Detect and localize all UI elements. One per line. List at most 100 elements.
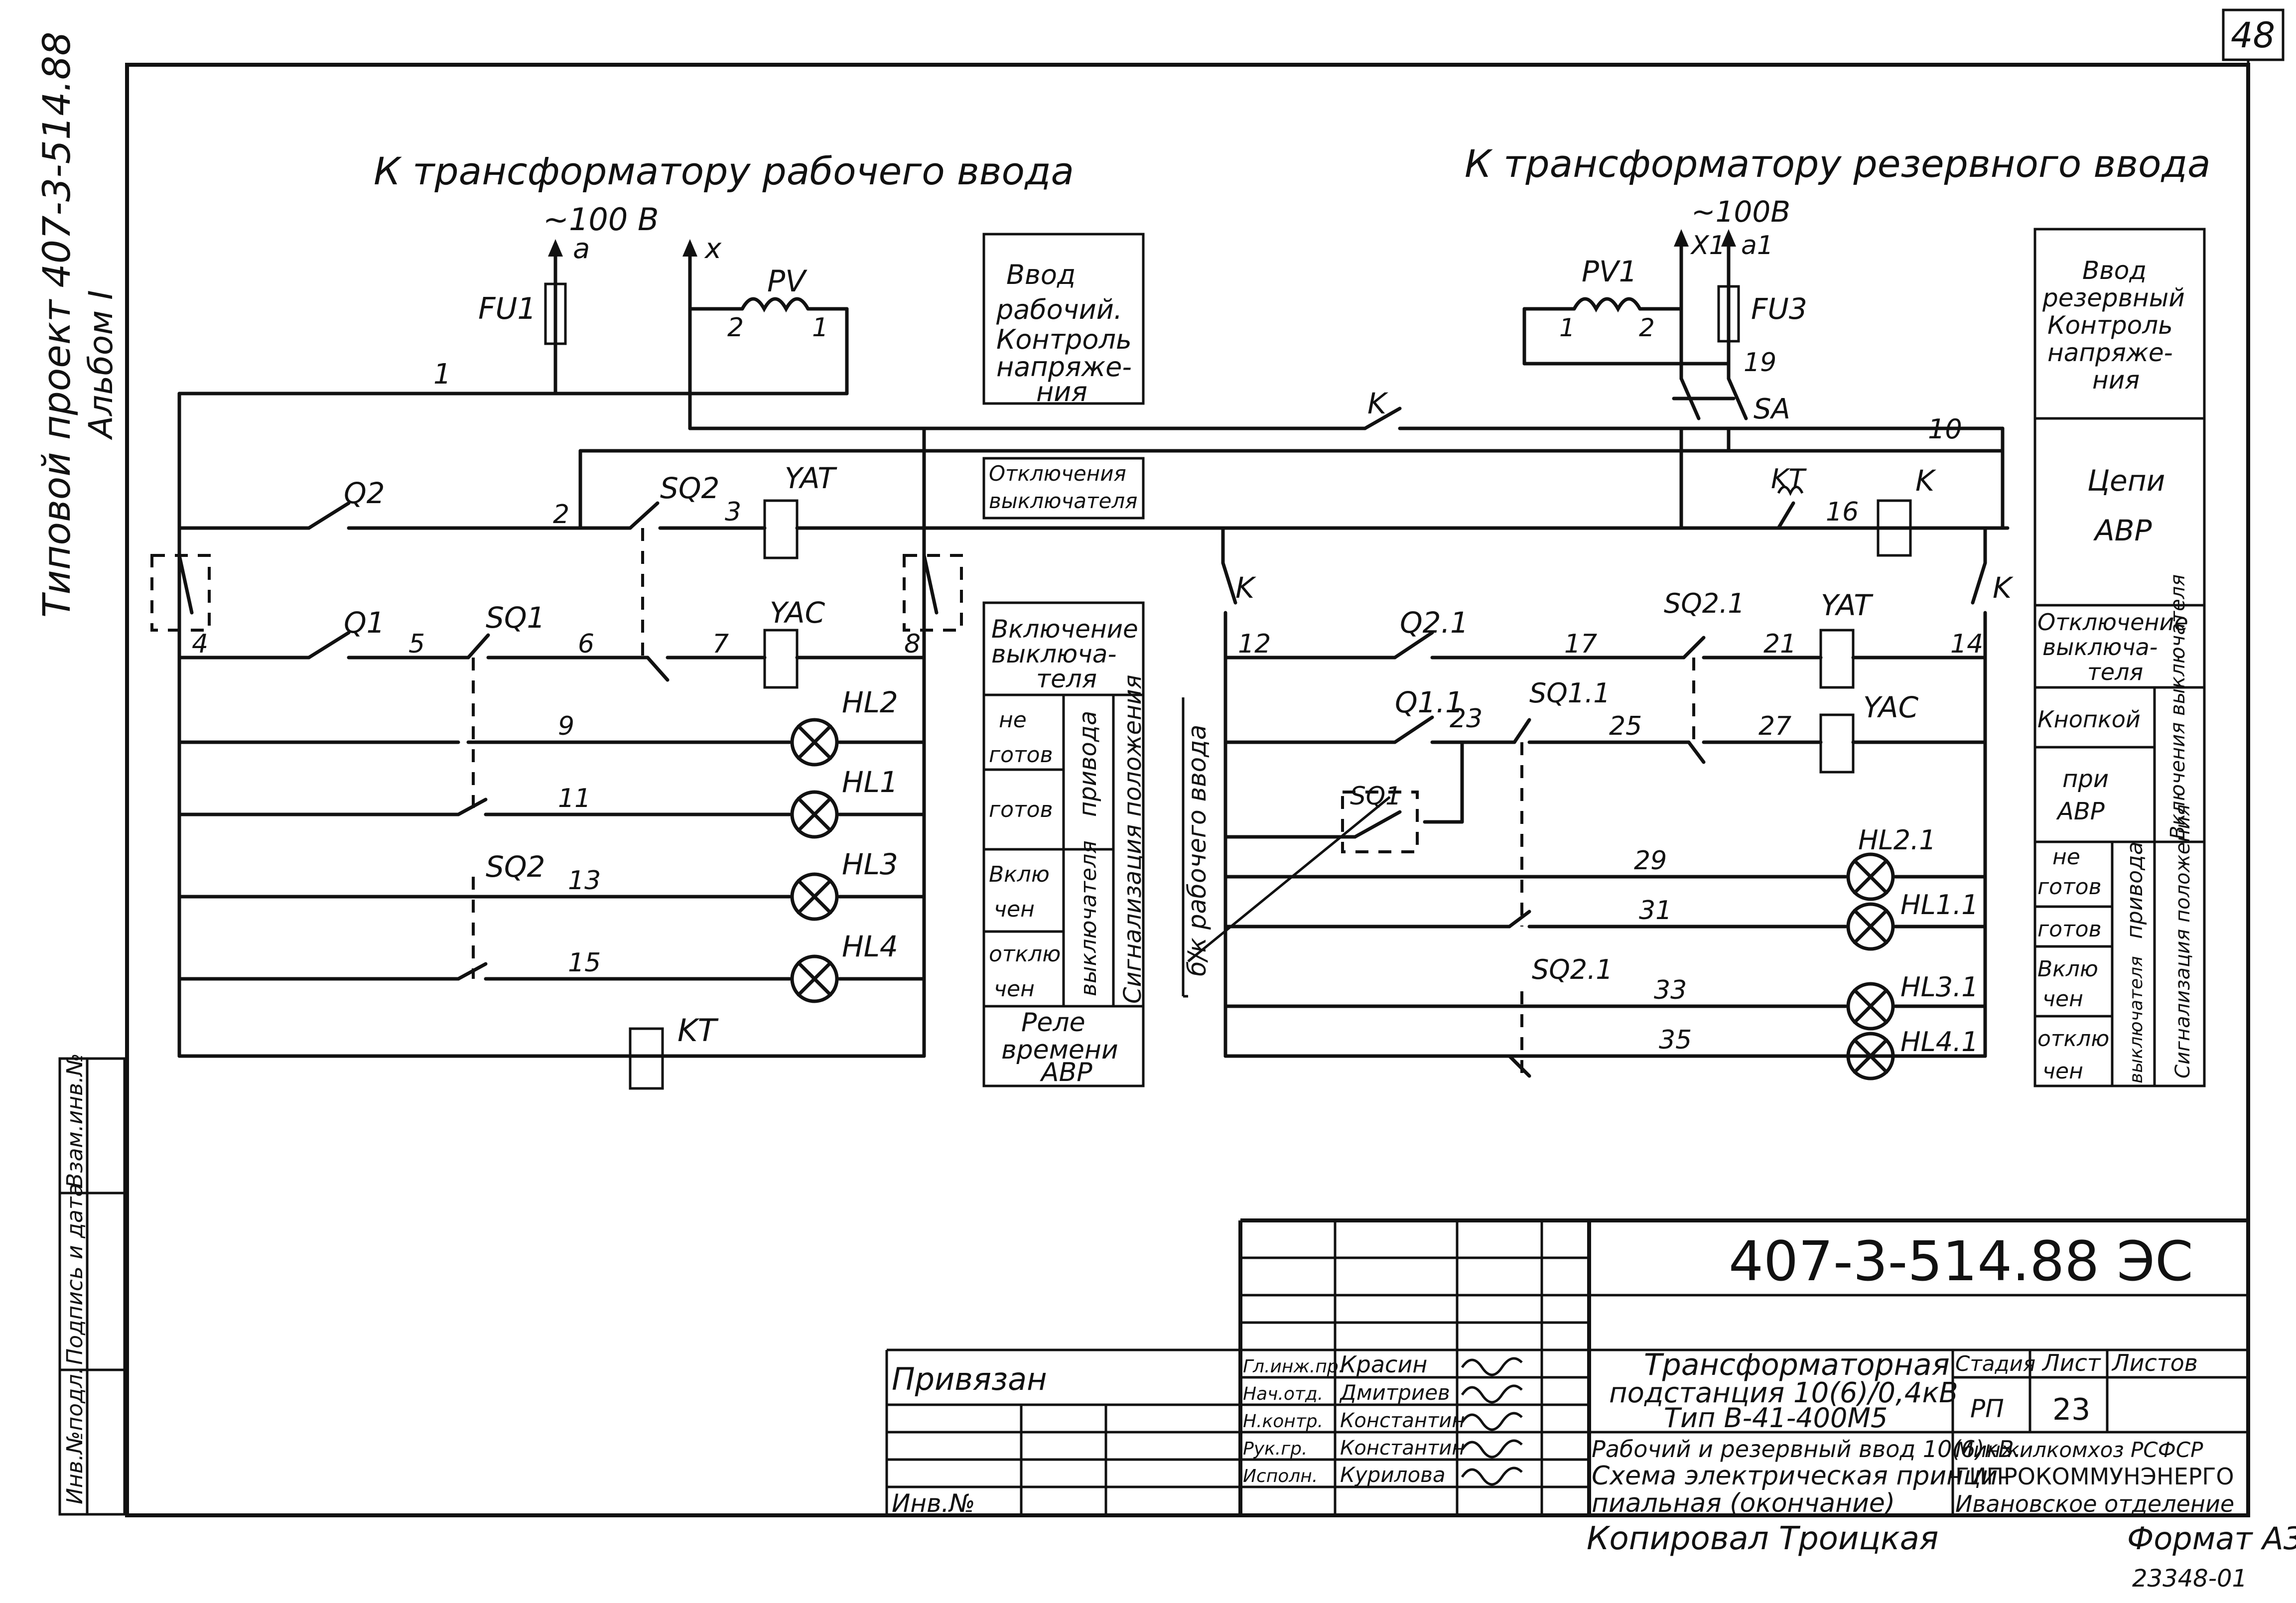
- lamp-hl2-label: HL2: [842, 685, 898, 719]
- lamp-hl3-1-icon: [1846, 982, 1895, 1031]
- page-number: 48: [2231, 15, 2275, 56]
- lamp-hl2-1-label: HL2.1: [1858, 824, 1936, 856]
- title-role-control: Н.контр.: [1243, 1411, 1323, 1432]
- lamp-hl1-icon: [790, 790, 839, 839]
- title-sheets-label: Листов: [2111, 1349, 2198, 1376]
- fuse-fu3-label: FU3: [1751, 292, 1807, 326]
- contact-sq2-1-lower: SQ2.1: [1532, 954, 1613, 985]
- right-note-button: Кнопкой: [2037, 706, 2141, 733]
- pv-pin-1: 1: [812, 313, 828, 343]
- wire-27: 27: [1758, 711, 1791, 741]
- wire-23: 23: [1450, 704, 1483, 734]
- contact-q1-1: Q1.1: [1395, 685, 1464, 719]
- left-note-drive: привода: [1074, 711, 1102, 817]
- lamp-hl1-1-label: HL1.1: [1900, 889, 1979, 921]
- left-note-signaling: Сигнализация положения: [1119, 674, 1147, 1004]
- wire-7: 7: [712, 629, 729, 659]
- wire-8: 8: [904, 629, 921, 659]
- title-block-grid: [885, 1218, 2248, 1515]
- pv1-pin-2: 2: [1639, 313, 1655, 342]
- wire-25: 25: [1609, 711, 1642, 741]
- terminal-x1: X1: [1690, 231, 1726, 261]
- left-close-row: [177, 528, 926, 689]
- contact-sq2: SQ2: [660, 471, 719, 505]
- wire-4: 4: [192, 629, 208, 659]
- contact-k-right-b: K: [1993, 571, 2014, 605]
- order-number: 23348-01: [2132, 1565, 2247, 1593]
- right-source-title: К трансформатору резервного ввода: [1465, 141, 2211, 186]
- relay-kt: [629, 1027, 664, 1090]
- coil-yat-2: YAT: [1821, 588, 1874, 622]
- lamp-hl4-label: HL4: [842, 930, 898, 963]
- k-contacts-left: [150, 553, 963, 632]
- wire-13: 13: [568, 866, 601, 896]
- wire-11: 11: [558, 784, 591, 813]
- wire-12: 12: [1238, 629, 1271, 659]
- title-name-2: Дмитриев: [1339, 1380, 1450, 1405]
- lamp-hl4-1-label: HL4.1: [1900, 1026, 1979, 1058]
- wire-16: 16: [1826, 497, 1859, 527]
- lamp-hl1-label: HL1: [842, 765, 898, 799]
- fuse-fu1: [544, 282, 567, 345]
- contact-sq1: SQ1: [486, 601, 545, 635]
- contact-kt-top: KT: [1771, 463, 1807, 495]
- sa-switch-label: SA: [1754, 393, 1790, 425]
- right-note-breaker: выключателя: [2126, 956, 2147, 1083]
- contact-sq1-1: SQ1.1: [1529, 677, 1611, 709]
- contact-k-right-a: K: [1235, 571, 1256, 605]
- title-sheet: 23: [2052, 1392, 2090, 1427]
- contact-q2-1: Q2.1: [1400, 606, 1469, 640]
- margin-replaced-inv: Взам.инв.№: [62, 1053, 88, 1188]
- right-close-row: [1223, 658, 1987, 853]
- terminal-x: x: [704, 233, 722, 265]
- left-note-boxes: [982, 233, 1391, 1087]
- left-margin-stamp: [58, 1057, 126, 1516]
- pv1-pin-1: 1: [1559, 313, 1575, 342]
- lamp-hl1-1-icon: [1846, 902, 1895, 951]
- title-role-head: Нач.отд.: [1243, 1384, 1323, 1404]
- title-role-exec: Исполн.: [1243, 1466, 1318, 1486]
- left-source-leads: [548, 239, 697, 430]
- title-sheet-2: Схема электрическая принци-: [1592, 1461, 2007, 1491]
- title-name-3: Константин: [1340, 1409, 1465, 1432]
- wire-1: 1: [433, 358, 451, 391]
- wire-35: 35: [1659, 1025, 1692, 1055]
- wire-19: 19: [1744, 348, 1776, 378]
- wire-21: 21: [1763, 629, 1796, 659]
- right-source-voltage: ~100В: [1691, 195, 1790, 229]
- title-org-3: Ивановское отделение: [1955, 1490, 2234, 1517]
- contact-q1: Q1: [344, 606, 385, 640]
- title-sheet-1: Рабочий и резервный ввод 10(6)кВ.: [1592, 1436, 2021, 1463]
- wire-3: 3: [725, 497, 741, 527]
- right-note-signaling: Сигнализация положения: [2171, 804, 2194, 1078]
- left-note-ready: готов: [989, 797, 1053, 822]
- left-trip-row: [177, 449, 2010, 559]
- pv-meter-label: PV: [767, 264, 808, 299]
- left-source-title: К трансформатору рабочего ввода: [374, 149, 1074, 193]
- lamp-hl2-1-icon: [1846, 852, 1895, 901]
- title-name-5: Курилова: [1340, 1463, 1446, 1487]
- wire-9: 9: [558, 711, 574, 741]
- left-note-breaker: выключателя: [1076, 840, 1101, 996]
- terminal-a: a: [573, 233, 590, 265]
- right-note-ready: готов: [2037, 917, 2102, 942]
- pv1-meter-label: PV1: [1582, 255, 1637, 288]
- wire-6: 6: [578, 629, 594, 659]
- fuse-fu3: [1717, 285, 1740, 343]
- sa-switch: [1672, 342, 1748, 530]
- wire-29: 29: [1634, 846, 1667, 876]
- side-project-title: Типовой проект 407-3-514.88: [34, 31, 79, 618]
- contact-k-top: K: [1367, 387, 1388, 420]
- title-project-2: подстанция 10(6)/0,4кВ: [1609, 1377, 1958, 1409]
